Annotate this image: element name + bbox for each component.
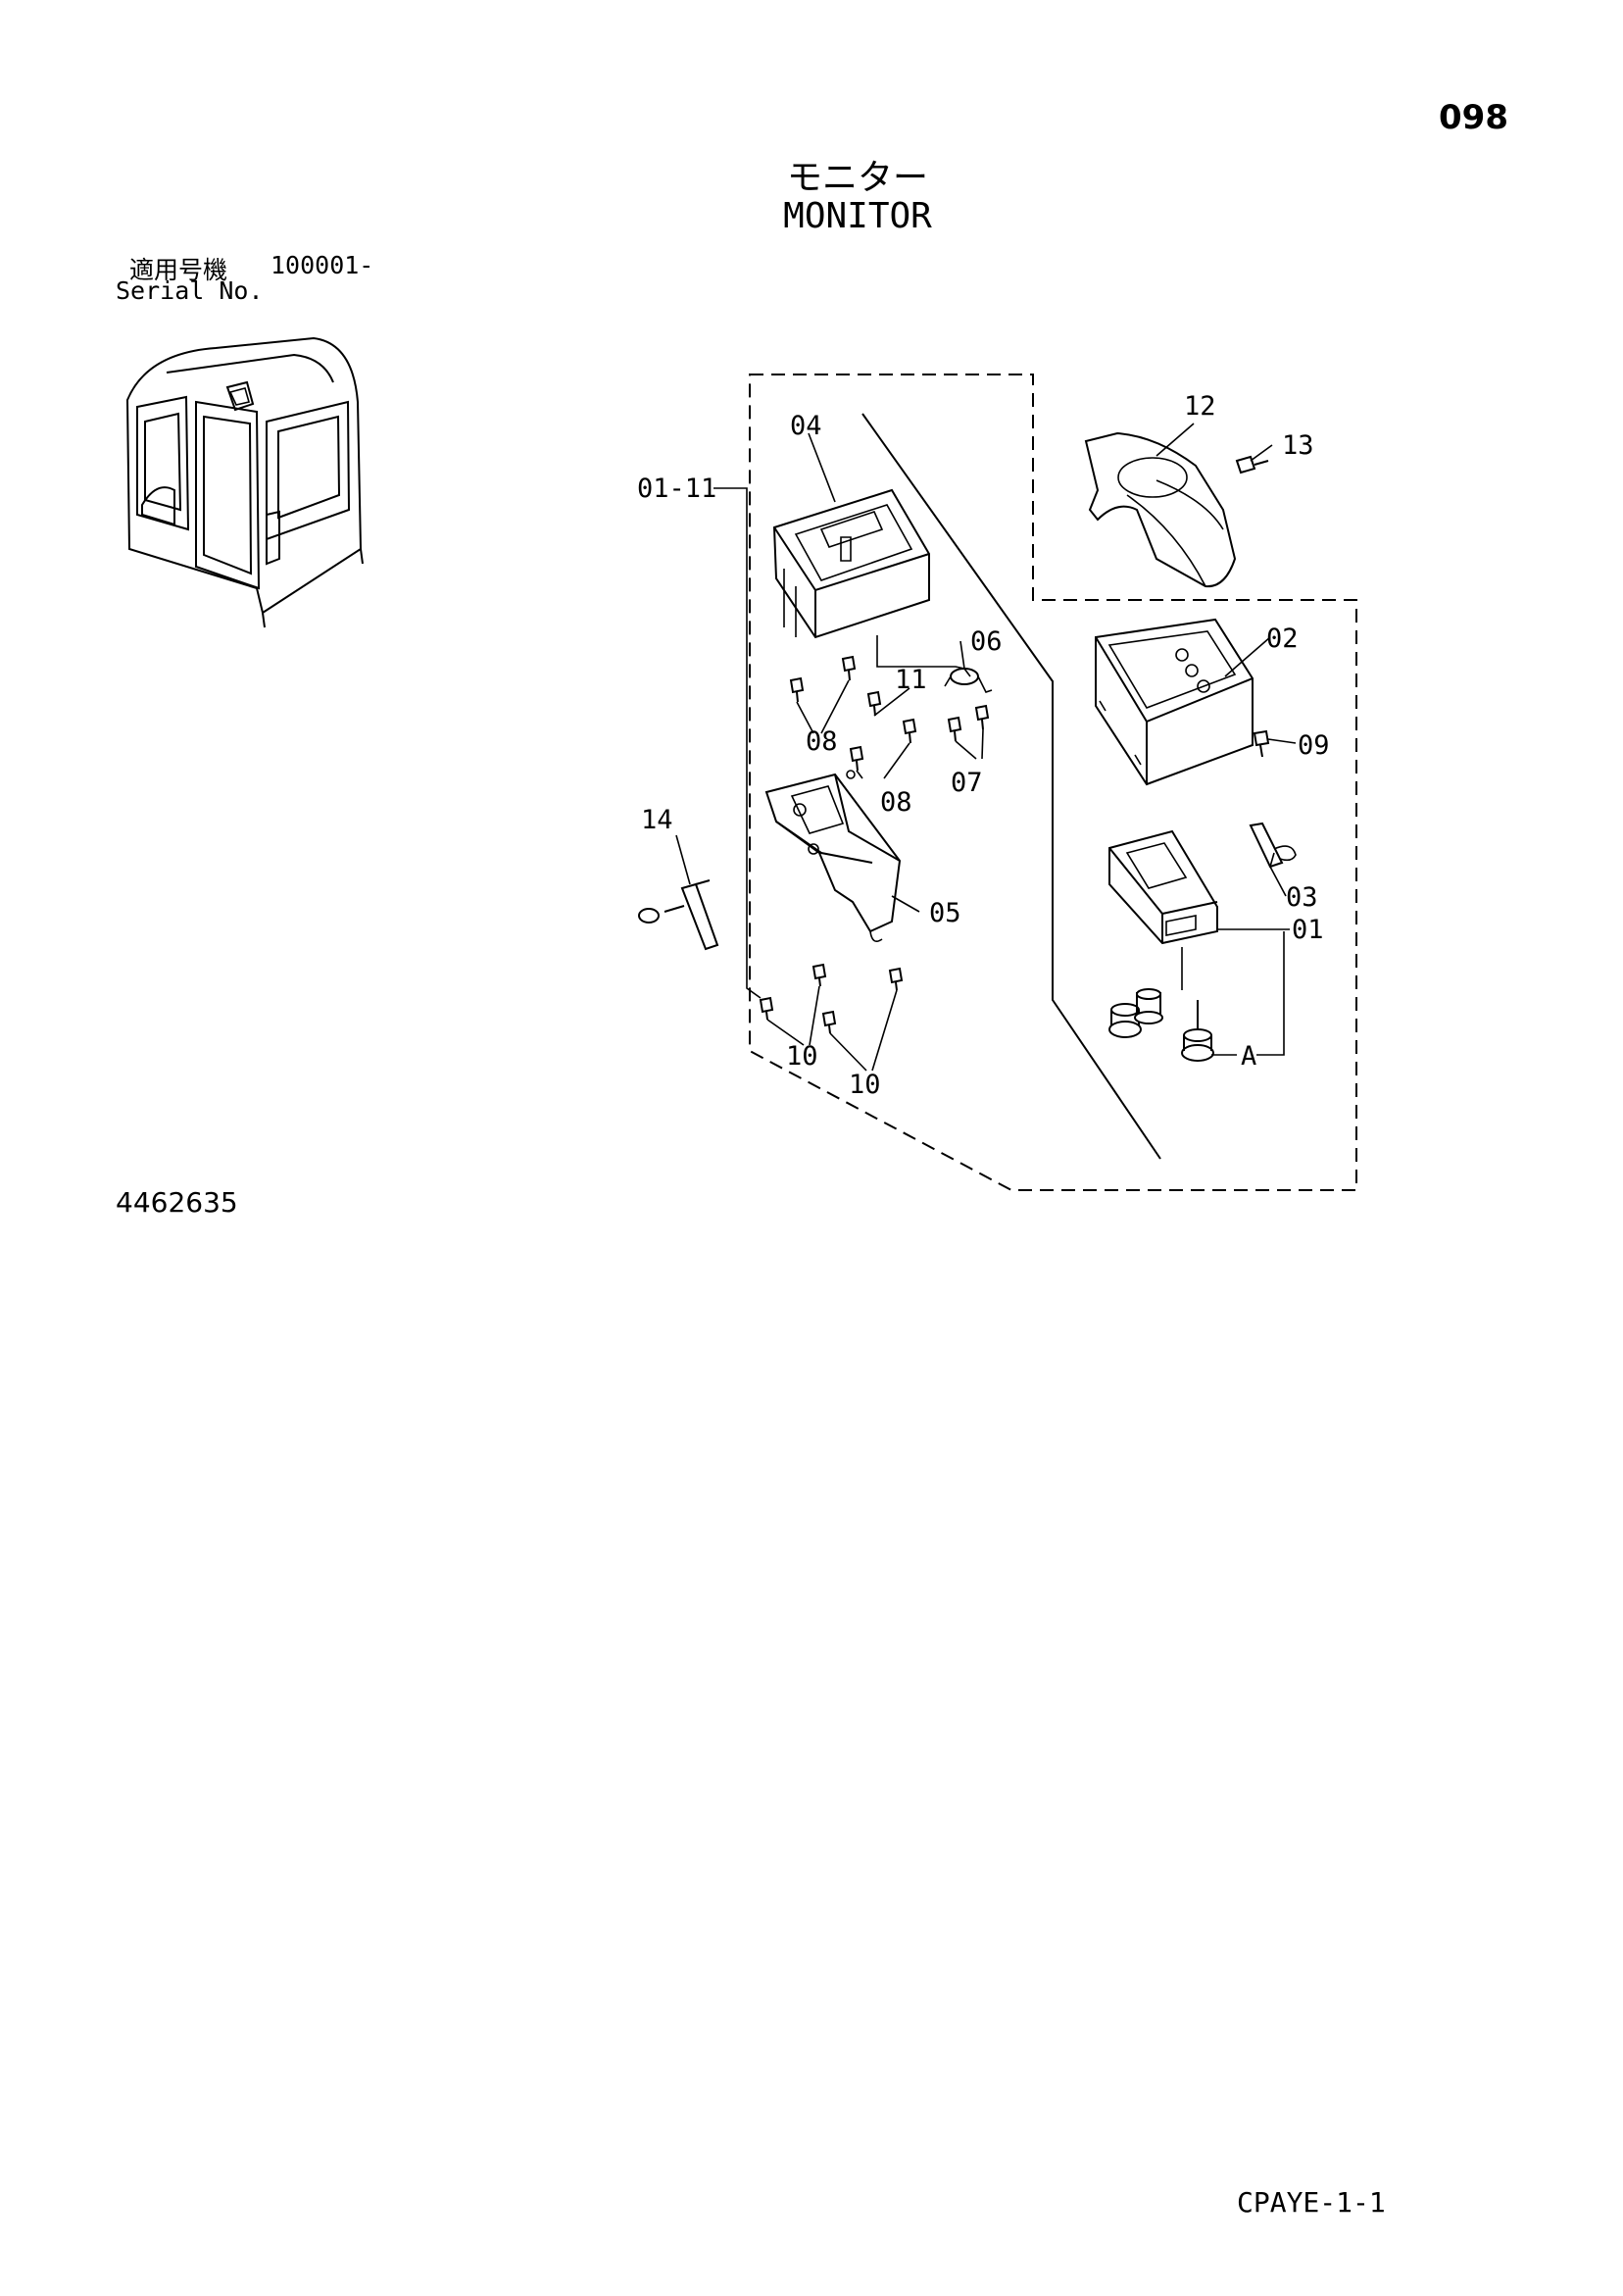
- knob-assembly-a: [1108, 988, 1214, 1062]
- part-02-front-panel: [1095, 618, 1254, 786]
- callout-14: 14: [641, 805, 673, 835]
- callout-labels: 01-11 04 12 13 06 11 02 08 08 07 09 14 0…: [637, 391, 1330, 1100]
- part-01-monitor-unit: [1108, 829, 1218, 945]
- part-08-screw-c: [902, 718, 917, 744]
- cab-location-illustration: [125, 336, 364, 628]
- page-title-japanese: モニター: [786, 158, 928, 198]
- part-10-screw-b: [812, 963, 827, 987]
- assembly-boundary: [749, 374, 1357, 1191]
- callout-07: 07: [951, 768, 983, 798]
- part-05-bracket: [764, 770, 902, 942]
- part-09-screw: [1253, 729, 1270, 758]
- callout-a: A: [1241, 1041, 1256, 1072]
- part-10-screw-c: [821, 1010, 837, 1034]
- catalog-code: CPAYE-1-1: [1237, 2186, 1386, 2219]
- serial-range: 100001-: [270, 251, 374, 279]
- part-08-screw-d: [849, 745, 864, 772]
- part-07-screw-b: [974, 704, 990, 730]
- part-14-bracket: [638, 879, 719, 951]
- callout-10-right: 10: [849, 1070, 881, 1100]
- callout-05: 05: [929, 898, 961, 928]
- callout-04: 04: [790, 411, 822, 441]
- callout-06: 06: [970, 626, 1003, 657]
- serial-label-english: Serial No.: [116, 276, 264, 305]
- part-08-screw-a: [789, 676, 805, 703]
- part-10-screw-a: [759, 996, 774, 1021]
- callout-01: 01: [1292, 915, 1324, 945]
- part-12-cover: [1084, 431, 1237, 588]
- part-13-bolt: [1235, 455, 1269, 474]
- callout-08-right: 08: [880, 787, 912, 818]
- callout-11: 11: [895, 665, 927, 695]
- page-title-english: MONITOR: [783, 196, 932, 236]
- callout-13: 13: [1282, 430, 1314, 461]
- diagonal-divider: [861, 413, 1161, 1160]
- callout-10-left: 10: [786, 1041, 818, 1072]
- part-07-screw-a: [947, 716, 962, 742]
- part-08-screw-b: [841, 655, 857, 681]
- page-number: 098: [1439, 98, 1508, 137]
- part-03-bracket: [1249, 822, 1297, 869]
- callout-12: 12: [1184, 391, 1216, 422]
- callout-08-left: 08: [806, 726, 838, 757]
- callout-03: 03: [1286, 882, 1318, 913]
- callout-09: 09: [1298, 730, 1330, 761]
- drawing-number: 4462635: [116, 1186, 238, 1219]
- serial-label-japanese: 適用号機: [129, 256, 228, 284]
- callout-02: 02: [1266, 624, 1299, 654]
- part-11-screw: [866, 690, 882, 717]
- part-06-clip: [944, 668, 993, 693]
- part-10-screw-d: [888, 967, 904, 991]
- hardware-screws: [759, 655, 993, 1034]
- callout-01-11: 01-11: [637, 474, 716, 504]
- part-04-monitor-housing: [772, 488, 930, 639]
- leader-lines: [675, 423, 1297, 1072]
